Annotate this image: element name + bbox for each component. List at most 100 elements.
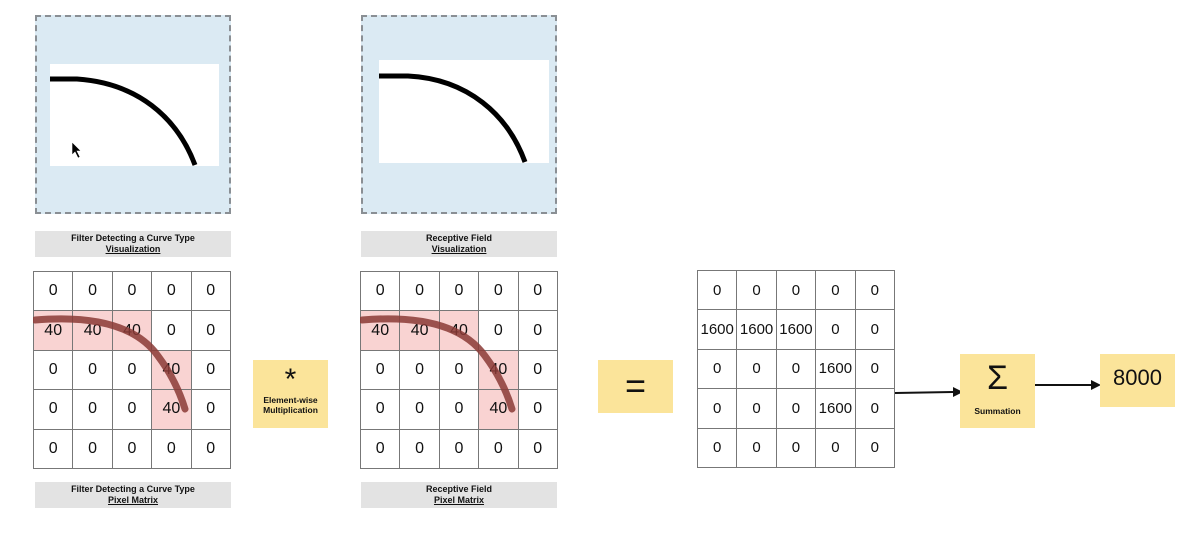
matrix-cell: 0 [698, 389, 738, 429]
matrix-cell: 0 [855, 310, 895, 350]
matrix-cell: 40 [439, 311, 480, 351]
matrix-cell: 0 [776, 428, 817, 468]
sigma-icon: Σ [986, 359, 1009, 397]
matrix-cell: 0 [816, 428, 856, 468]
matrix-cell: 0 [152, 311, 192, 351]
matrix-cell: 40 [73, 311, 113, 351]
matrix-cell: 0 [479, 311, 519, 351]
matrix-cell: 0 [361, 350, 401, 391]
matrix-cell: 0 [152, 429, 192, 469]
mouse-cursor-icon [71, 141, 82, 159]
output-value: 8000 [1113, 365, 1162, 390]
caption-subtitle: Visualization [431, 244, 487, 254]
matrix-cell: 0 [152, 272, 192, 312]
matrix-cell: 1600 [698, 310, 738, 350]
caption-title: Filter Detecting a Curve Type [71, 484, 195, 494]
output-value-box: 8000 [1100, 354, 1175, 407]
matrix-cell: 0 [518, 350, 558, 391]
arrow-to-output-icon [1035, 380, 1101, 390]
matrix-cell: 0 [776, 349, 817, 390]
matrix-cell: 40 [479, 390, 519, 430]
caption-subtitle: Visualization [105, 244, 161, 254]
matrix-cell: 0 [698, 271, 738, 311]
matrix-cell: 0 [737, 428, 777, 468]
matrix-cell: 0 [518, 429, 558, 469]
matrix-cell: 40 [152, 390, 192, 430]
matrix-cell: 0 [112, 350, 153, 391]
equals-operator: = [598, 360, 673, 413]
summation-operator: Σ Summation [960, 354, 1035, 428]
matrix-cell: 0 [361, 429, 401, 469]
matrix-cell: 0 [776, 389, 817, 429]
matrix-cell: 0 [400, 429, 440, 469]
matrix-cell: 0 [855, 349, 895, 390]
matrix-cell: 0 [400, 272, 440, 312]
matrix-cell: 40 [112, 311, 153, 351]
filter-visualization-caption: Filter Detecting a Curve Type Visualizat… [35, 231, 231, 257]
matrix-cell: 0 [776, 271, 817, 311]
multiply-symbol: * [284, 363, 297, 396]
matrix-cell: 0 [855, 428, 895, 468]
matrix-cell: 0 [34, 429, 74, 469]
matrix-cell: 0 [439, 350, 480, 391]
matrix-cell: 0 [698, 349, 738, 390]
matrix-cell: 0 [439, 429, 480, 469]
caption-subtitle: Pixel Matrix [433, 495, 485, 505]
matrix-cell: 0 [191, 272, 231, 312]
matrix-cell: 0 [191, 311, 231, 351]
receptive-field-matrix-caption: Receptive Field Pixel Matrix [361, 482, 557, 508]
matrix-cell: 0 [361, 272, 401, 312]
caption-subtitle: Pixel Matrix [107, 495, 159, 505]
caption-title: Filter Detecting a Curve Type [71, 233, 195, 243]
matrix-cell: 0 [737, 271, 777, 311]
matrix-cell: 40 [34, 311, 74, 351]
matrix-cell: 0 [855, 389, 895, 429]
caption-title: Receptive Field [425, 233, 493, 243]
receptive-field-visualization-caption: Receptive Field Visualization [361, 231, 557, 257]
matrix-cell: 0 [34, 272, 74, 312]
matrix-cell: 0 [855, 271, 895, 311]
matrix-cell: 1600 [816, 349, 856, 390]
matrix-cell: 1600 [737, 310, 777, 350]
matrix-cell: 0 [73, 429, 113, 469]
matrix-cell: 0 [73, 390, 113, 430]
matrix-cell: 40 [361, 311, 401, 351]
matrix-cell: 0 [73, 272, 113, 312]
matrix-cell: 1600 [776, 310, 817, 350]
matrix-cell: 0 [698, 428, 738, 468]
matrix-cell: 0 [816, 310, 856, 350]
matrix-cell: 0 [737, 389, 777, 429]
receptive-field-visualization-panel [361, 15, 557, 214]
matrix-cell: 0 [400, 350, 440, 391]
matrix-cell: 0 [34, 350, 74, 391]
matrix-cell: 0 [816, 271, 856, 311]
matrix-cell: 0 [73, 350, 113, 391]
matrix-cell: 0 [518, 272, 558, 312]
matrix-cell: 0 [479, 272, 519, 312]
arrow-to-summation-icon [895, 387, 963, 397]
matrix-cell: 40 [152, 350, 192, 391]
equals-symbol: = [624, 365, 647, 406]
matrix-cell: 0 [439, 390, 480, 430]
matrix-cell: 0 [518, 311, 558, 351]
summation-label: Summation [974, 406, 1021, 416]
matrix-cell: 0 [737, 349, 777, 390]
multiply-label-line2: Multiplication [263, 405, 318, 415]
matrix-cell: 0 [112, 390, 153, 430]
matrix-cell: 0 [112, 429, 153, 469]
matrix-cell: 1600 [816, 389, 856, 429]
element-wise-multiplication-operator: * Element-wise Multiplication [253, 360, 328, 428]
matrix-cell: 0 [439, 272, 480, 312]
matrix-cell: 0 [361, 390, 401, 430]
filter-visualization-panel [35, 15, 231, 214]
matrix-cell: 40 [400, 311, 440, 351]
receptive-field-curve-image [379, 73, 528, 163]
filter-matrix-caption: Filter Detecting a Curve Type Pixel Matr… [35, 482, 231, 508]
matrix-cell: 0 [400, 390, 440, 430]
matrix-cell: 0 [191, 350, 231, 391]
multiply-label-line1: Element-wise [263, 395, 318, 405]
matrix-cell: 0 [34, 390, 74, 430]
